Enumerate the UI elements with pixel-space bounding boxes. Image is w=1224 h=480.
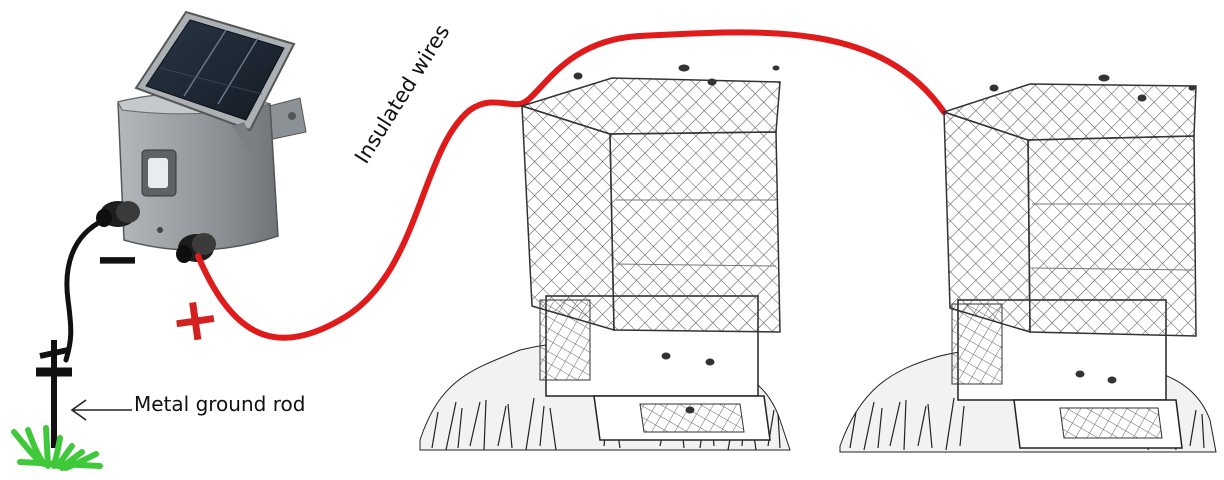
positive-symbol: + bbox=[165, 281, 225, 359]
arrow-left-icon bbox=[70, 399, 132, 421]
bees-icon bbox=[573, 64, 1196, 414]
beehive-in-cage-icon bbox=[839, 83, 1217, 453]
ground-rod-label: Metal ground rod bbox=[134, 392, 306, 416]
positive-wire bbox=[195, 29, 947, 341]
positive-terminal-icon bbox=[176, 233, 216, 263]
solar-fence-energizer-icon bbox=[96, 10, 307, 263]
negative-wire bbox=[63, 217, 107, 363]
grass-tuft-icon bbox=[11, 425, 103, 471]
ground-rod-icon bbox=[36, 340, 72, 448]
beehive-in-cage-icon bbox=[419, 77, 791, 451]
negative-symbol: − bbox=[94, 227, 141, 292]
